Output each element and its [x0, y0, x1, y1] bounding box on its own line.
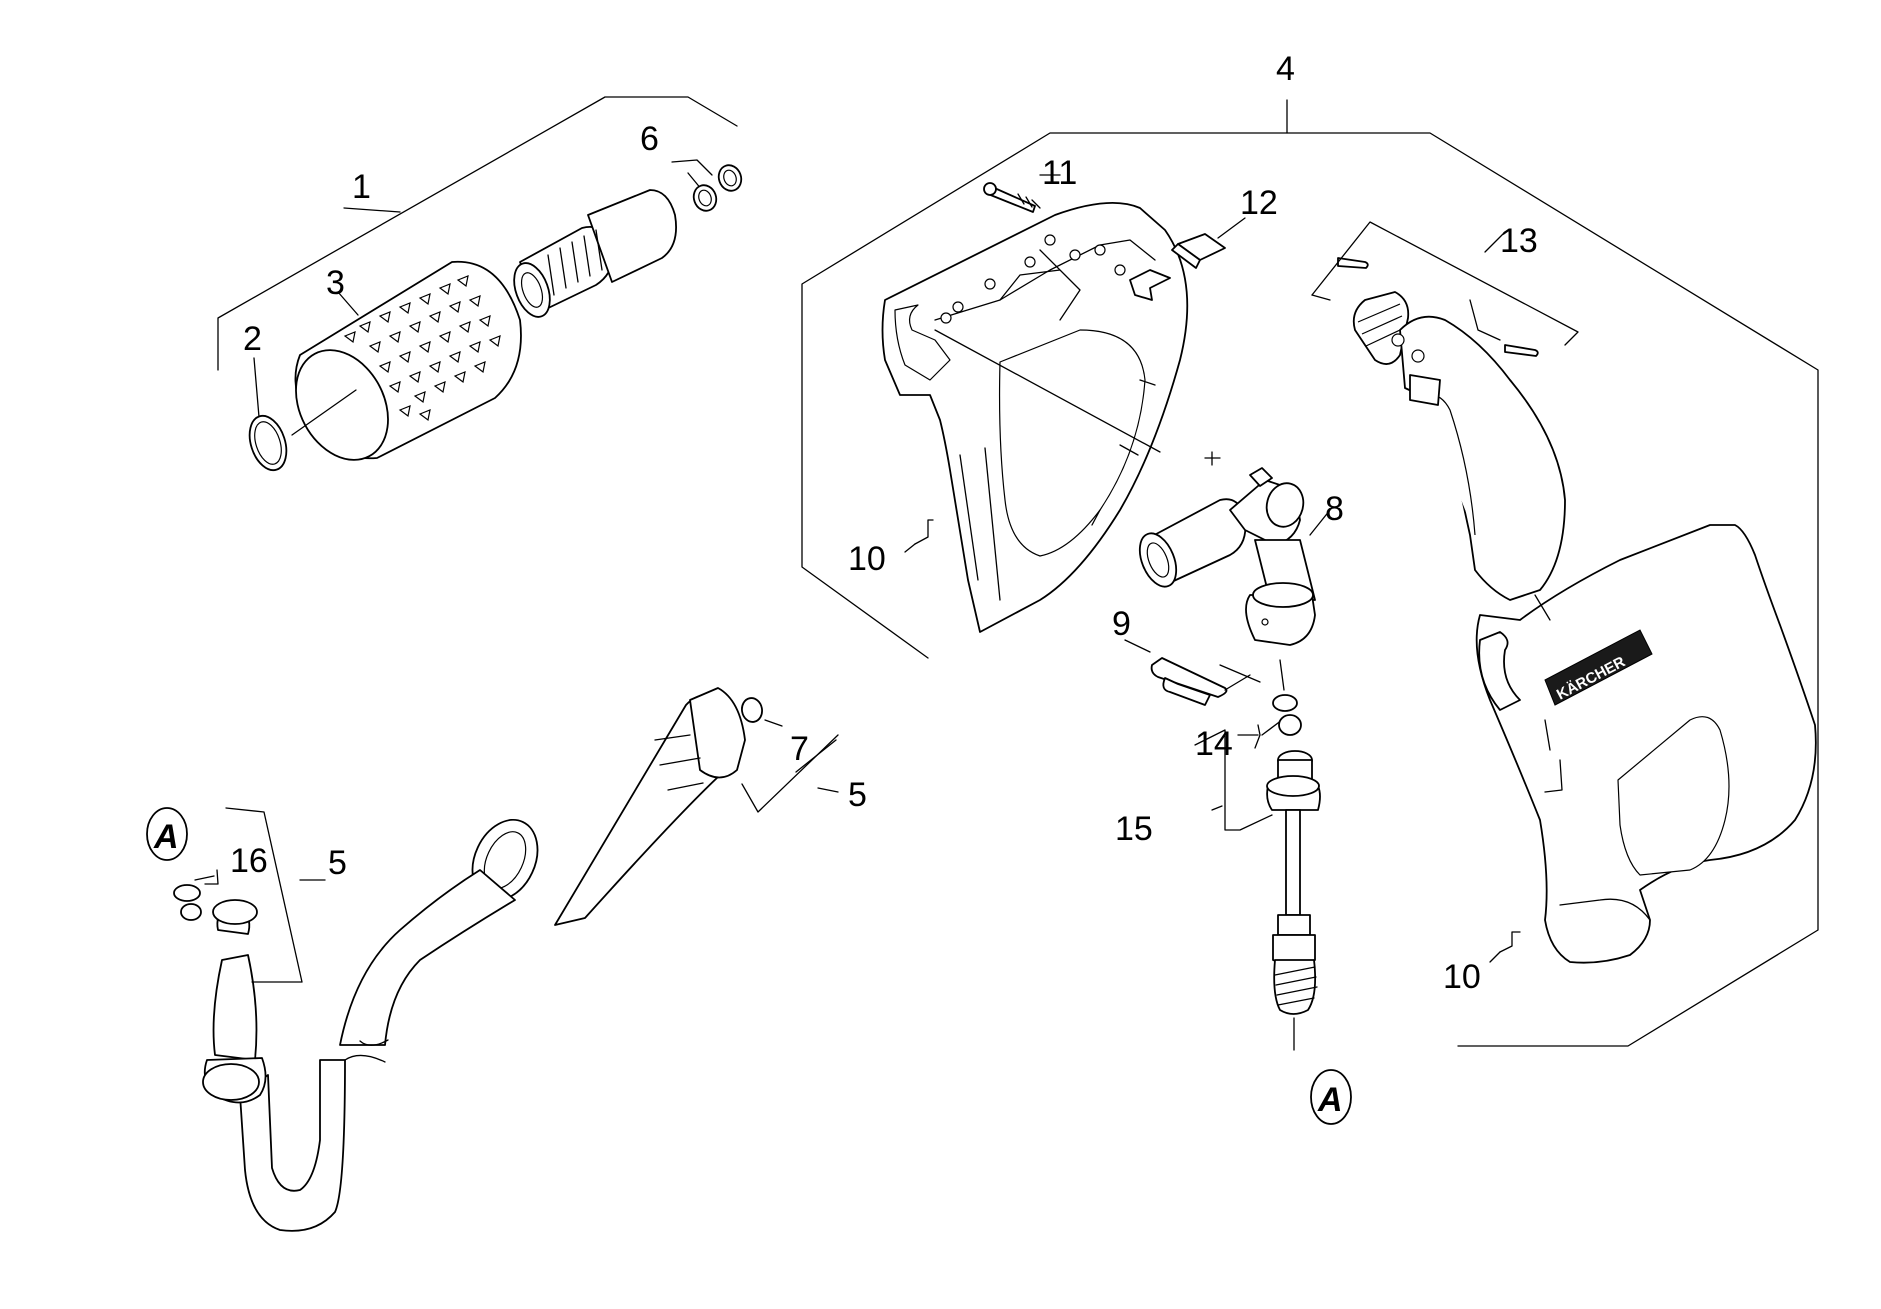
reference-marker-left: A — [146, 807, 188, 861]
callout-11: 11 — [1042, 154, 1077, 192]
callout-2: 2 — [243, 320, 262, 358]
callout-5b: 5 — [328, 844, 347, 882]
part-11-screw — [983, 174, 1061, 213]
callout-7: 7 — [790, 730, 809, 768]
part-13-trigger — [1311, 221, 1579, 601]
reference-marker-right: A — [1310, 1069, 1352, 1125]
callout-6: 6 — [640, 120, 659, 158]
part-15-connector-pipe — [1266, 750, 1321, 1051]
ref-a-right: A — [1317, 1081, 1343, 1119]
callout-12: 12 — [1240, 184, 1278, 222]
ref-a-left: A — [153, 818, 179, 856]
callout-10a: 10 — [848, 540, 886, 578]
callout-13: 13 — [1500, 222, 1538, 260]
part-1-nozzle-fitting — [513, 189, 677, 318]
callout-4: 4 — [1276, 50, 1295, 88]
part-5-lance-tube — [202, 687, 746, 1232]
part-12-trigger-lock — [1129, 217, 1246, 301]
callout-14: 14 — [1195, 725, 1233, 763]
callout-8: 8 — [1325, 490, 1344, 528]
part-7-o-ring — [741, 697, 783, 727]
callout-labels: 1 2 3 4 5 5 6 7 8 9 10 10 11 12 13 14 15… — [230, 50, 1538, 996]
callout-1: 1 — [352, 168, 371, 206]
part-3-perforated-sleeve — [291, 260, 522, 461]
callout-16: 16 — [230, 842, 268, 880]
part-6-o-rings — [671, 159, 743, 212]
part-15-bracket — [1194, 729, 1273, 831]
callout-5a: 5 — [848, 776, 867, 814]
part-8-swivel-elbow — [1138, 467, 1331, 646]
callout-10b: 10 — [1443, 958, 1481, 996]
part-14-seals — [1237, 659, 1302, 749]
part-10-housing-left — [881, 201, 1221, 633]
part-9-clip — [1124, 639, 1261, 706]
part-16-seals — [173, 807, 326, 983]
group-1-bracket — [217, 96, 738, 371]
callout-9: 9 — [1112, 605, 1131, 643]
part-10-callout-leaders — [904, 519, 1521, 963]
part-2-circlip — [248, 357, 288, 472]
callout-15: 15 — [1115, 810, 1153, 848]
part-10-housing-right: KÄRCHER — [1475, 524, 1817, 964]
callout-3: 3 — [326, 264, 345, 302]
group-4-bracket — [801, 99, 1819, 1047]
part-5-handle-bracket — [741, 734, 839, 813]
